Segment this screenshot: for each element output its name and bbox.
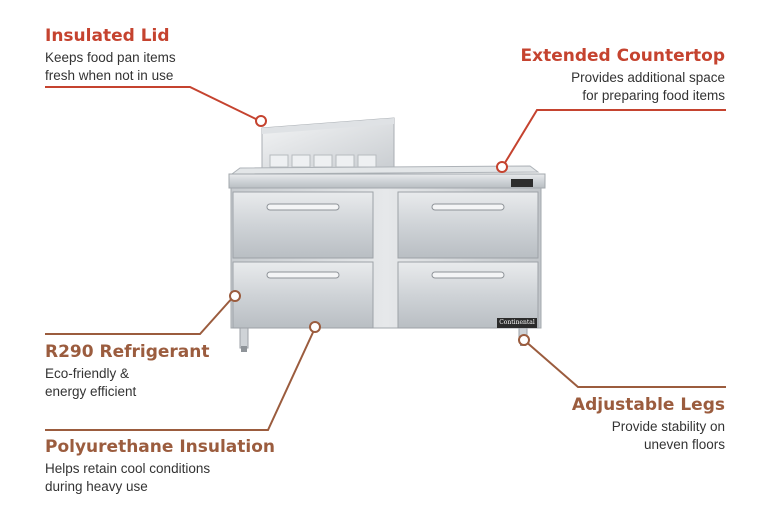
marker-insulated-lid (255, 115, 267, 127)
brand-nameplate: Continental (497, 318, 537, 328)
leader-line-extended-countertop (502, 109, 726, 167)
callout-insulated-lid: Insulated Lid Keeps food pan items fresh… (45, 25, 176, 85)
callout-desc-line: for preparing food items (582, 88, 725, 103)
callout-desc-line: Helps retain cool conditions (45, 461, 211, 476)
leader-line-adjustable-legs (523, 339, 726, 388)
callout-title: Adjustable Legs (571, 395, 725, 415)
callout-desc-line: Keeps food pan items (45, 50, 176, 65)
drawer-bottom-left (232, 261, 374, 329)
callout-description: Keeps food pan items fresh when not in u… (45, 49, 176, 85)
callout-r290-refrigerant: R290 Refrigerant Eco-friendly & energy e… (45, 341, 210, 401)
drawer-top-left (232, 191, 374, 259)
callout-desc-line: Provide stability on (611, 419, 725, 434)
callout-desc-line: energy efficient (45, 384, 137, 399)
callout-polyurethane-insulation: Polyurethane Insulation Helps retain coo… (45, 436, 275, 496)
legs (239, 327, 528, 352)
control-panel (511, 179, 533, 187)
leader-line-insulated-lid (45, 86, 261, 122)
countertop-shape (228, 165, 546, 189)
callout-title: R290 Refrigerant (45, 342, 210, 362)
callout-title: Extended Countertop (520, 46, 726, 66)
leader-line-polyurethane (45, 327, 316, 431)
drawer-bottom-right (397, 261, 539, 329)
marker-r290 (229, 290, 241, 302)
callout-desc-line: Provides additional space (571, 70, 725, 85)
marker-polyurethane (309, 321, 321, 333)
callout-desc-line: fresh when not in use (45, 68, 174, 83)
callout-title: Insulated Lid (45, 26, 170, 46)
callout-extended-countertop: Extended Countertop Provides additional … (521, 45, 726, 105)
callout-description: Helps retain cool conditions during heav… (45, 460, 275, 496)
callout-desc-line: Eco-friendly & (45, 366, 130, 381)
callout-adjustable-legs: Adjustable Legs Provide stability on une… (572, 394, 725, 454)
leader-line-r290 (45, 295, 235, 335)
callout-description: Provides additional space for preparing … (521, 69, 725, 105)
insulated-lid-shape (261, 117, 395, 171)
callout-title: Polyurethane Insulation (45, 437, 275, 457)
callout-description: Eco-friendly & energy efficient (45, 365, 210, 401)
drawer-top-right (397, 191, 539, 259)
marker-adjustable-legs (518, 334, 530, 346)
callout-description: Provide stability on uneven floors (572, 418, 725, 454)
marker-extended-countertop (496, 161, 508, 173)
callout-desc-line: uneven floors (643, 437, 725, 452)
callout-desc-line: during heavy use (45, 479, 148, 494)
